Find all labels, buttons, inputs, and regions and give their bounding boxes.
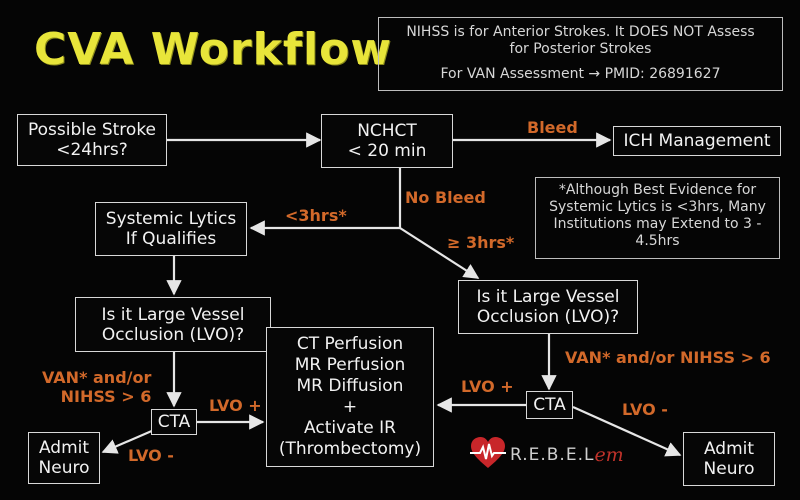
- rebel-em-logo: R.E.B.E.L em: [470, 437, 624, 473]
- node-text: ICH Management: [623, 131, 771, 151]
- node-ich-management: ICH Management: [613, 126, 781, 156]
- node-possible-stroke: Possible Stroke <24hrs?: [17, 114, 167, 166]
- header-note-line-3: For VAN Assessment → PMID: 26891627: [440, 66, 721, 82]
- edge-label-bleed: Bleed: [527, 118, 578, 137]
- node-text: CTA: [157, 412, 191, 432]
- node-cta-left: CTA: [151, 409, 197, 435]
- node-lvo-left: Is it Large Vessel Occlusion (LVO)?: [75, 297, 271, 352]
- edge-label-lt-3hrs: <3hrs*: [285, 206, 347, 225]
- edge-label-text: VAN* and/or: [42, 368, 152, 387]
- heart-ekg-icon: [470, 436, 506, 474]
- node-text: Is it Large Vessel: [101, 304, 245, 325]
- node-text: MR Diffusion: [296, 376, 404, 396]
- node-text: Activate IR: [304, 418, 396, 438]
- node-text: Systemic Lytics: [105, 209, 237, 229]
- arrow-cta-right-to-admit: [572, 405, 682, 457]
- node-admit-neuro-left: Admit Neuro: [28, 432, 100, 484]
- node-text: Is it Large Vessel: [476, 287, 620, 307]
- node-text: Possible Stroke: [27, 120, 157, 140]
- node-text: NCHCT: [357, 121, 417, 141]
- node-text: MR Perfusion: [294, 355, 406, 375]
- lytics-time-note: *Although Best Evidence for Systemic Lyt…: [535, 177, 780, 259]
- node-text: <24hrs?: [56, 140, 128, 160]
- edge-label-van-left: VAN* and/or NIHSS > 6: [42, 368, 151, 406]
- arrow-cta-left-to-admit: [101, 428, 155, 454]
- logo-text: R.E.B.E.L: [510, 445, 595, 465]
- node-text: (Thrombectomy): [278, 439, 422, 459]
- arrow-to-lvo-right: [399, 227, 480, 279]
- node-text: +: [342, 397, 358, 417]
- node-text: < 20 min: [347, 141, 427, 161]
- page-title: CVA Workflow: [34, 24, 392, 75]
- header-note-line-1: NIHSS is for Anterior Strokes. It DOES N…: [406, 24, 755, 40]
- node-text: Neuro: [703, 459, 755, 479]
- edge-label-lvo-minus-left: LVO -: [128, 446, 174, 465]
- edge-label-text: NIHSS > 6: [60, 387, 152, 406]
- node-nchct: NCHCT < 20 min: [321, 114, 453, 168]
- node-cta-right: CTA: [526, 391, 573, 419]
- node-text: Neuro: [38, 458, 90, 478]
- node-text: CT Perfusion: [296, 334, 404, 354]
- edge-label-no-bleed: No Bleed: [405, 188, 486, 207]
- logo-suffix: em: [594, 444, 624, 466]
- header-note-line-2: for Posterior Strokes: [509, 41, 652, 57]
- node-lvo-right: Is it Large Vessel Occlusion (LVO)?: [458, 280, 638, 334]
- node-text: Occlusion (LVO)?: [101, 324, 245, 345]
- node-admit-neuro-right: Admit Neuro: [683, 432, 775, 486]
- header-note: NIHSS is for Anterior Strokes. It DOES N…: [378, 17, 783, 91]
- edge-label-lvo-plus-left: LVO +: [209, 396, 262, 415]
- node-text: CTA: [533, 395, 566, 415]
- edge-label-lvo-plus-right: LVO +: [461, 377, 514, 396]
- node-systemic-lytics: Systemic Lytics If Qualifies: [95, 202, 247, 256]
- node-text: Admit: [38, 438, 90, 458]
- edge-label-lvo-minus-right: LVO -: [622, 400, 668, 419]
- node-imaging-thrombectomy: CT Perfusion MR Perfusion MR Diffusion +…: [266, 327, 434, 467]
- edge-label-ge-3hrs: ≥ 3hrs*: [447, 233, 515, 252]
- edge-label-van-right: VAN* and/or NIHSS > 6: [565, 348, 771, 367]
- node-text: Occlusion (LVO)?: [476, 307, 620, 327]
- lytics-time-note-text: *Although Best Evidence for Systemic Lyt…: [549, 182, 766, 249]
- node-text: Admit: [703, 439, 755, 459]
- node-text: If Qualifies: [125, 229, 217, 249]
